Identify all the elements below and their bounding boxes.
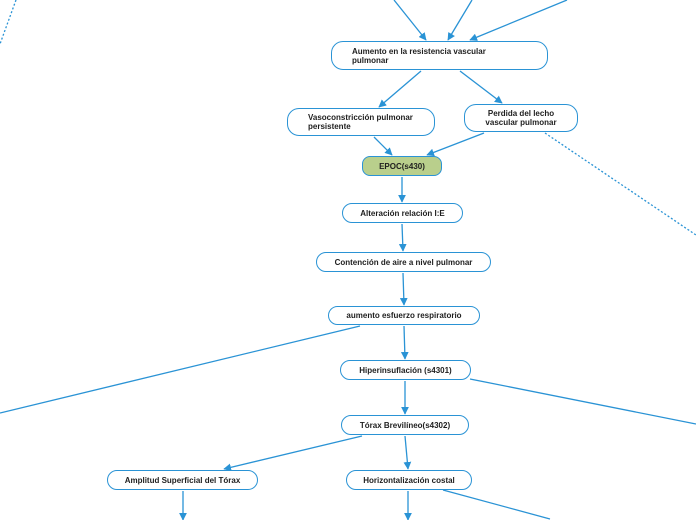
edge-horizontalizacion-to-offscreen-right [442, 489, 551, 520]
node-aumento-esfuerzo-respiratorio[interactable]: aumento esfuerzo respiratorio [328, 306, 480, 325]
node-label: Amplitud Superficial del Tórax [124, 475, 241, 485]
dashed-relation-top-left [0, 0, 17, 45]
edge-aumento-resistencia-to-vasoconstriccion [378, 70, 422, 108]
node-horizontalizacion-costal[interactable]: Horizontalización costal [346, 470, 472, 490]
edge-perdida-lecho-to-epoc [426, 132, 485, 157]
edge-aumento-resistencia-to-perdida-lecho [459, 70, 503, 104]
edge-offscreen-to-aumento-resistencia-2 [447, 0, 473, 41]
edge-torax-to-amplitud [223, 435, 363, 472]
node-label: Contención de aire a nivel pulmonar [334, 257, 473, 267]
node-hiperinsuflacion[interactable]: Hiperinsuflación (s4301) [340, 360, 471, 380]
dashed-relation-perdida-lecho [544, 132, 696, 236]
node-label: Perdida del lecho vascular pulmonar [485, 109, 557, 127]
node-label: Alteración relación I:E [360, 208, 445, 218]
node-label: Aumento en la resistencia vascular pulmo… [352, 46, 486, 65]
edge-contencion-to-aumento-esfuerzo [399, 272, 408, 306]
node-aumento-resistencia-vascular[interactable]: Aumento en la resistencia vascular pulmo… [331, 41, 548, 70]
node-label: Hiperinsuflación (s4301) [359, 365, 452, 375]
edge-alteracion-to-contencion [398, 223, 407, 252]
node-label: EPOC(s430) [379, 161, 425, 171]
edge-offscreen-to-aumento-resistencia-1 [393, 0, 427, 41]
edge-hiperinsuflacion-to-offscreen-right [469, 378, 696, 425]
node-vasoconstriccion-pulmonar[interactable]: Vasoconstricción pulmonar persistente [287, 108, 435, 136]
edge-aumento-esfuerzo-to-offscreen-left [0, 325, 361, 414]
edge-offscreen-to-aumento-resistencia-3 [469, 0, 568, 41]
edge-vasoconstriccion-to-epoc [373, 136, 393, 156]
node-amplitud-superficial[interactable]: Amplitud Superficial del Tórax [107, 470, 258, 490]
node-torax-brevilineo[interactable]: Tórax Brevilíneo(s4302) [341, 415, 469, 435]
node-label: Tórax Brevilíneo(s4302) [359, 420, 451, 430]
node-perdida-lecho-vascular[interactable]: Perdida del lecho vascular pulmonar [464, 104, 578, 132]
node-label: aumento esfuerzo respiratorio [346, 311, 462, 320]
node-epoc[interactable]: EPOC(s430) [362, 156, 442, 176]
edge-torax-to-horizontalizacion [403, 435, 412, 470]
node-alteracion-relacion[interactable]: Alteración relación I:E [342, 203, 463, 223]
edge-aumento-esfuerzo-to-hiperinsuflacion [400, 325, 409, 360]
node-contencion-aire[interactable]: Contención de aire a nivel pulmonar [316, 252, 491, 272]
node-label: Horizontalización costal [363, 475, 455, 485]
node-label: Vasoconstricción pulmonar persistente [308, 113, 413, 131]
